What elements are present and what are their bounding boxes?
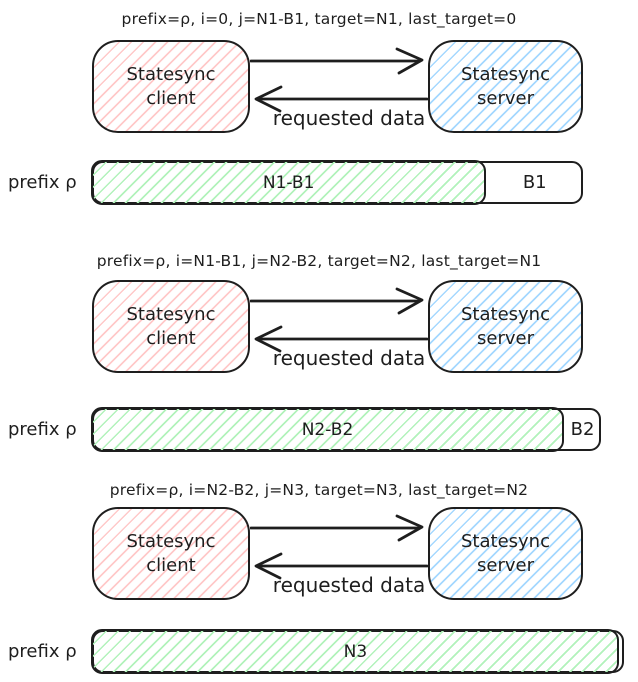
sync-stage-3: prefix=ρ, i=N2-B2, j=N3, target=N3, last… — [0, 479, 638, 674]
request-arrowhead — [395, 47, 424, 75]
stage-caption: prefix=ρ, i=0, j=N1-B1, target=N1, last_… — [121, 10, 517, 28]
message-arrows — [250, 287, 428, 353]
statesync-client-box: Statesync client — [92, 40, 250, 133]
request-arrowhead — [395, 287, 424, 315]
statesync-server-box: Statesync server — [428, 40, 583, 133]
sync-stage-1: prefix=ρ, i=0, j=N1-B1, target=N1, last_… — [0, 0, 638, 205]
message-channel: requested data — [250, 280, 428, 373]
client-server-diagram: Statesync client requested data Statesyn… — [92, 280, 583, 373]
statesync-server-box: Statesync server — [428, 280, 583, 373]
synced-segment: N1-B1 — [91, 160, 486, 205]
message-channel: requested data — [250, 507, 428, 600]
statesync-client-box: Statesync client — [92, 507, 250, 600]
progress-bar: N1-B1 B1 — [91, 160, 583, 205]
stage-caption: prefix=ρ, i=N2-B2, j=N3, target=N3, last… — [109, 481, 529, 499]
client-server-diagram: Statesync client requested data Statesyn… — [92, 40, 583, 133]
sync-stage-2: prefix=ρ, i=N1-B1, j=N2-B2, target=N2, l… — [0, 250, 638, 452]
remaining-segment: B1 — [522, 172, 547, 193]
synced-segment: N2-B2 — [91, 407, 564, 452]
remaining-segment: B2 — [570, 419, 595, 440]
progress-bar-row: prefix ρ N2-B2 B2 — [8, 407, 638, 452]
requested-data-label: requested data — [272, 106, 426, 130]
progress-bar: N2-B2 B2 — [91, 407, 601, 452]
statesync-client-box: Statesync client — [92, 280, 250, 373]
statesync-server-box: Statesync server — [428, 507, 583, 600]
requested-data-label: requested data — [272, 346, 426, 370]
client-server-diagram: Statesync client requested data Statesyn… — [92, 507, 583, 600]
progress-bar-row: prefix ρ N1-B1 B1 — [8, 160, 638, 205]
synced-segment: N3 — [91, 629, 620, 674]
prefix-label: prefix ρ — [8, 172, 77, 193]
prefix-label: prefix ρ — [8, 641, 77, 662]
requested-data-label: requested data — [272, 573, 426, 597]
stage-caption: prefix=ρ, i=N1-B1, j=N2-B2, target=N2, l… — [96, 252, 542, 270]
request-arrowhead — [395, 514, 424, 542]
progress-bar: N3 — [91, 629, 624, 674]
progress-bar-row: prefix ρ N3 — [8, 629, 638, 674]
response-arrowhead — [254, 552, 283, 580]
message-arrows — [250, 47, 428, 113]
message-channel: requested data — [250, 40, 428, 133]
message-arrows — [250, 514, 428, 580]
response-arrowhead — [254, 325, 283, 353]
prefix-label: prefix ρ — [8, 419, 77, 440]
response-arrowhead — [254, 85, 283, 113]
